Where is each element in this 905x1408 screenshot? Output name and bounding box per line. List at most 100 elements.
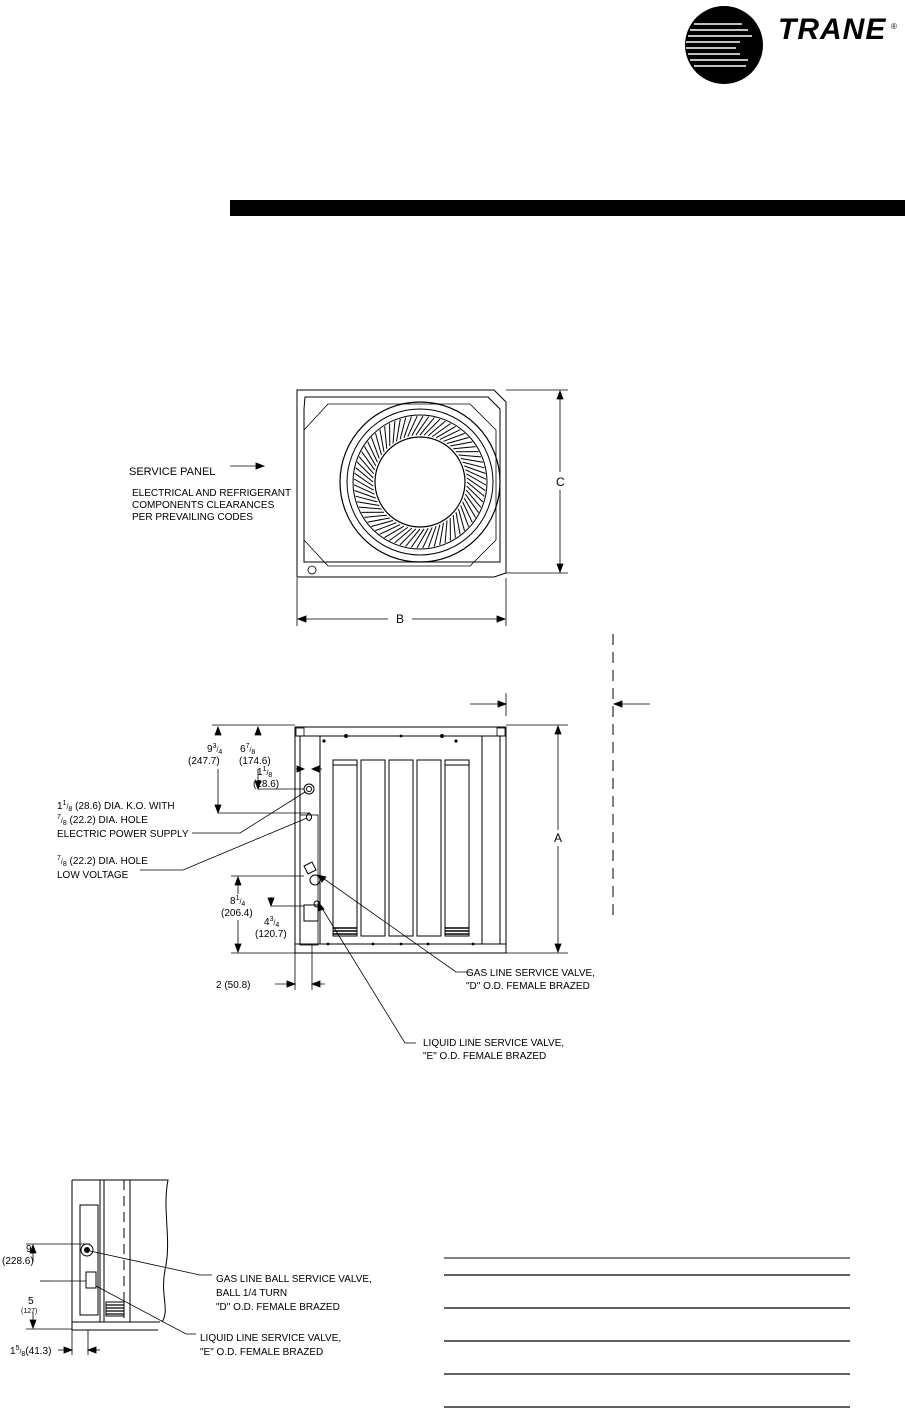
liquid-valve-note-line-2: "E" O.D. FEMALE BRAZED [423,1051,546,1062]
detail-dim-9-label: 9 [26,1244,32,1255]
fan-blade [453,446,476,450]
dim-4-3-4-label: 43/4 [264,916,279,929]
fan-blade [354,490,376,499]
fan-blade [463,497,477,518]
service-panel-label: SERVICE PANEL [129,466,215,478]
detail-dim-5-mm: (127) [21,1308,37,1315]
clearance-note-line-1: ELECTRICAL AND REFRIGERANT [132,488,291,499]
fan-blade [423,418,441,436]
fan-blade [379,429,385,452]
fan-blade [466,473,487,486]
fan-blade [411,415,424,436]
fan-blade [375,433,382,456]
detail-dim-1-5-8-label: 15/8(41.3) [10,1345,51,1358]
fan-blade [460,505,470,527]
section-header-bar [230,200,905,216]
fan-blade [375,522,397,532]
fan-blade [427,420,446,437]
fan-blade [361,451,376,471]
fan-blade [439,429,461,440]
detail-valve-leaders [89,1250,212,1335]
fan-blade [458,454,482,458]
fan-blade [444,520,448,544]
fan-blade [403,416,412,438]
fan-blade [433,524,441,547]
dim-c-label: C [556,475,565,489]
valve-leaders [317,874,470,1044]
fan-blade [419,417,435,436]
ko-note-line-1: 11/8 (28.6) DIA. K.O. WITH [57,800,175,813]
dim-b-label: B [396,612,404,626]
fan-blade [416,528,429,549]
front-view-drawing [294,726,507,954]
fan-blade [353,478,374,491]
registered-mark: ® [891,22,897,31]
clearance-arrows [470,693,650,716]
fan-blade [439,522,444,546]
fan-blade [384,525,405,539]
fan-blade [435,425,456,439]
fan-blade [407,415,418,437]
fan-blade [399,528,417,546]
dim-c-line [506,389,568,574]
fan-blade [356,501,380,506]
fan-blade [358,456,375,475]
fan-blade [354,472,374,487]
fan-blade [466,477,486,492]
fan-blade [443,432,465,442]
fan-blade [465,469,487,480]
ko-note-line-3: ELECTRIC POWER SUPPLY [57,829,189,840]
dim-a-label: A [554,831,562,845]
detail-view-hatch [106,1304,124,1315]
dim-8-1-4-label: 81/4 [230,895,245,908]
fan-blade [355,467,374,483]
fan-blade [422,527,433,549]
liquid-valve-note-line-1: LIQUID LINE SERVICE VALVE, [423,1038,564,1049]
gas-valve-note-line-1: GAS LINE SERVICE VALVE, [466,968,595,979]
fan-blade [363,446,377,467]
front-view-rivets [322,734,475,946]
service-panel-arrow-icon [230,462,266,470]
fan-blade [464,465,486,474]
fan-blade [364,514,387,518]
low-voltage-leader [140,817,308,871]
dim-6-7-8-label: 67/8 [240,743,255,756]
empty-table-rules [444,1257,850,1408]
fan-blade [458,508,465,531]
detail-dim-9-mm: (228.6) [2,1256,34,1267]
fan-blade [353,484,375,495]
detail-liquid-valve-line-1: LIQUID LINE SERVICE VALVE, [200,1333,341,1344]
gas-valve-note-line-2: "D" O.D. FEMALE BRAZED [466,981,590,992]
fan-blade [389,526,409,541]
fan-blade [399,417,407,440]
dim-a-line [506,724,568,954]
fan-blade [465,489,482,508]
fan-blade [462,501,473,523]
detail-view-drawing [71,1179,169,1331]
fan-blade [455,512,461,535]
fan-blade [405,528,421,547]
dim-8-1-4-mm: (206.4) [221,908,253,919]
detail-gas-ball-valve-line-3: "D" O.D. FEMALE BRAZED [216,1302,340,1313]
fan-blade [431,423,451,438]
fan-blade [367,441,378,463]
fan-blade [462,461,485,469]
fan-blade [446,437,469,444]
low-voltage-note-line-1: 7/8 (22.2) DIA. HOLE [57,855,148,868]
fan-blade [396,418,401,442]
fan-blade [428,526,437,548]
dim-9-3-4-mm: (247.7) [188,756,220,767]
trane-logo-icon [685,6,763,84]
fan-blade [392,420,396,444]
fan-grille-blades [353,415,487,549]
front-left-dimension-lines [212,724,325,990]
fan-blade [415,416,430,436]
dim-b-line [296,578,507,626]
ko-note-leader [192,791,306,834]
fan-blade [466,485,484,503]
fan-blade [371,520,394,527]
clearance-note-line-3: PER PREVAILING CODES [132,512,253,523]
fan-blade [367,517,390,523]
fan-blade [384,426,388,449]
dim-4-3-4-mm: (120.7) [255,929,287,940]
